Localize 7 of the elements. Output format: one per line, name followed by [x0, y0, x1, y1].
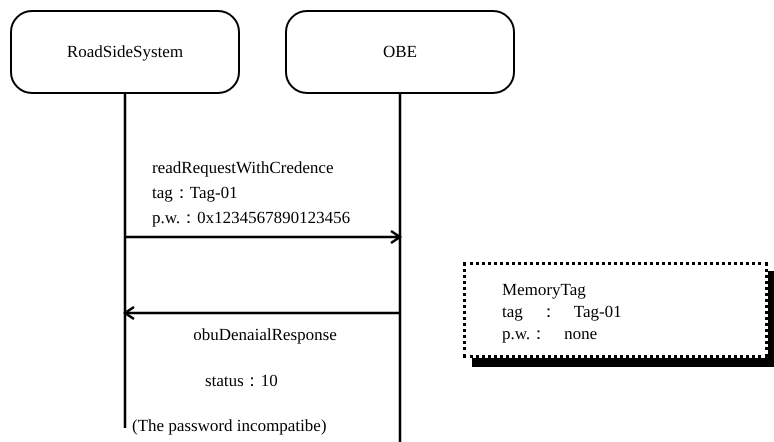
message-arrow — [124, 306, 400, 320]
participant-box: OBE — [285, 10, 515, 94]
message-arrow — [125, 230, 402, 244]
note-text: p.w.： none — [502, 323, 598, 345]
participant-box: RoadSideSystem — [10, 10, 240, 94]
note-text: MemoryTag — [502, 279, 587, 301]
note-text: tag ： Tag-01 — [502, 301, 623, 323]
